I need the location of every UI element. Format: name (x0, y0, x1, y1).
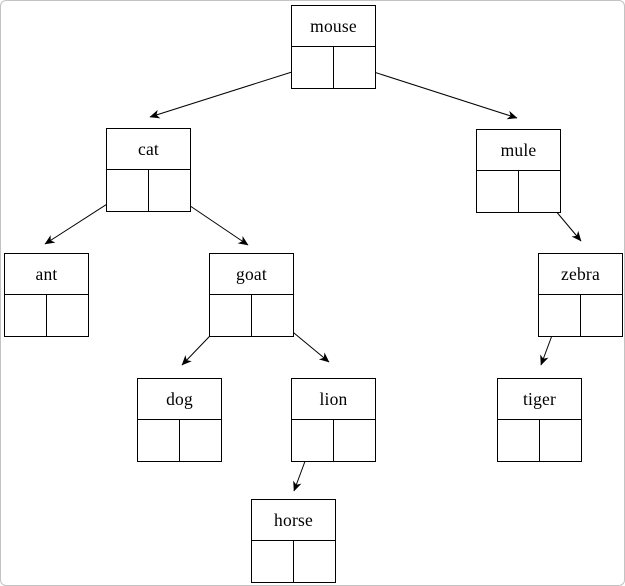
left-pointer-cell-mule (477, 171, 519, 213)
left-pointer-cell-zebra (539, 295, 581, 337)
right-pointer-cell-tiger (540, 420, 581, 462)
right-pointer-cell-dog (180, 420, 221, 462)
left-pointer-cell-mouse (292, 47, 334, 89)
edge-mouse-right-to-mule (351, 64, 518, 120)
pointer-row-mouse (292, 47, 375, 89)
tree-node-mule: mule (476, 129, 561, 213)
right-pointer-cell-zebra (581, 295, 622, 337)
left-pointer-cell-lion (292, 420, 334, 462)
node-label-cat: cat (107, 129, 190, 170)
node-label-zebra: zebra (539, 254, 622, 295)
left-pointer-cell-cat (107, 170, 149, 212)
node-label-mouse: mouse (292, 6, 375, 47)
pointer-row-dog (138, 420, 221, 462)
tree-node-horse: horse (251, 499, 336, 583)
node-label-goat: goat (210, 254, 293, 295)
left-pointer-cell-goat (210, 295, 252, 337)
tree-node-goat: goat (209, 253, 294, 337)
tree-node-zebra: zebra (538, 253, 623, 337)
right-pointer-cell-ant (47, 295, 88, 337)
node-label-dog: dog (138, 379, 221, 420)
pointer-row-zebra (539, 295, 622, 337)
tree-node-ant: ant (4, 253, 89, 337)
right-pointer-cell-lion (334, 420, 375, 462)
left-pointer-cell-ant (5, 295, 47, 337)
right-pointer-cell-horse (294, 541, 335, 583)
pointer-row-tiger (498, 420, 581, 462)
tree-node-mouse: mouse (291, 5, 376, 89)
pointer-row-lion (292, 420, 375, 462)
left-pointer-cell-tiger (498, 420, 540, 462)
tree-node-dog: dog (137, 378, 222, 462)
node-label-ant: ant (5, 254, 88, 295)
left-pointer-cell-dog (138, 420, 180, 462)
right-pointer-cell-goat (252, 295, 293, 337)
pointer-row-horse (252, 541, 335, 583)
pointer-row-mule (477, 171, 560, 213)
tree-node-lion: lion (291, 378, 376, 462)
pointer-row-ant (5, 295, 88, 337)
left-pointer-cell-horse (252, 541, 294, 583)
pointer-row-goat (210, 295, 293, 337)
node-label-lion: lion (292, 379, 375, 420)
pointer-row-cat (107, 170, 190, 212)
node-label-mule: mule (477, 130, 560, 171)
edge-mouse-left-to-cat (149, 64, 315, 119)
right-pointer-cell-mouse (334, 47, 375, 89)
tree-node-cat: cat (106, 128, 191, 212)
node-label-tiger: tiger (498, 379, 581, 420)
right-pointer-cell-cat (149, 170, 190, 212)
right-pointer-cell-mule (519, 171, 560, 213)
tree-node-tiger: tiger (497, 378, 582, 462)
node-label-horse: horse (252, 500, 335, 541)
